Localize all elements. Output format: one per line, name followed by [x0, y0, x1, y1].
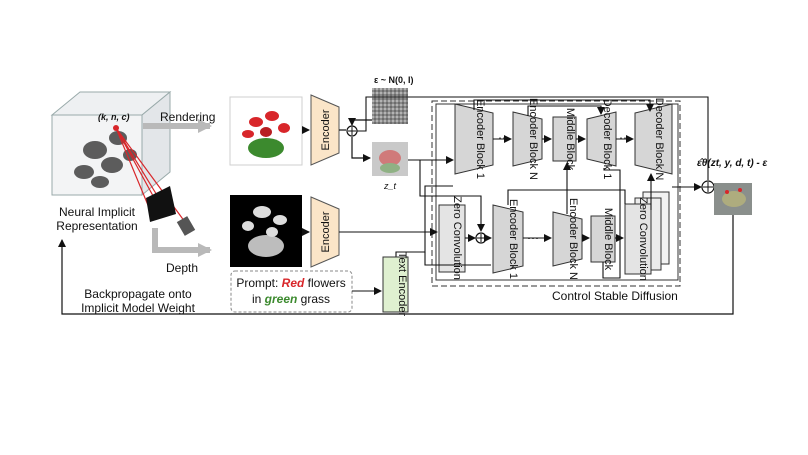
- control-encoder-block-n: Encoder Block N: [552, 198, 583, 280]
- neural-implicit-line1: Neural Implicit: [59, 205, 136, 219]
- control-middle-block: Middle Block: [590, 208, 616, 271]
- output-gradient-image: [714, 183, 752, 215]
- text-encoder-label: Text Encoder: [396, 252, 408, 317]
- prompt-box: Prompt: Red flowers in green grass: [230, 270, 353, 313]
- rendering-label: Rendering: [160, 110, 215, 124]
- top-row-connectors: [357, 96, 709, 180]
- control-encoder-block-1: Encoder Block 1: [492, 199, 524, 279]
- decoder-block-1: Decoder Block 1: [586, 99, 617, 180]
- top-middle-block-label: Middle Block: [564, 108, 576, 171]
- image-plane-icon: [146, 186, 176, 222]
- control-encoder-block-1-label: Encoder Block 1: [507, 199, 519, 279]
- backprop-line1: Backpropagate onto: [84, 287, 192, 301]
- top-encoder-block-1: Encoder Block 1: [454, 99, 494, 179]
- encoder-top-label: Encoder: [320, 109, 332, 150]
- prompt-line1: Prompt: Red flowers: [236, 276, 345, 290]
- decoder-block-n-label: Decoder Block N: [653, 98, 665, 181]
- zt-image: [372, 142, 408, 176]
- depth-label: Depth: [166, 261, 198, 275]
- depth-arrow: [152, 228, 212, 257]
- output-add-node-icon: [701, 180, 715, 194]
- backprop-arrow: [58, 215, 734, 315]
- zero-conv-right-label: Zero Convolution: [637, 197, 649, 281]
- top-encoder-block-n: Encoder Block N: [512, 98, 543, 180]
- add-node-icon: [346, 125, 358, 137]
- cube-params-label: (k, n, c): [98, 112, 130, 122]
- control-encoder-block-n-label: Encoder Block N: [567, 198, 579, 280]
- control-sd-label: Control Stable Diffusion: [552, 289, 678, 303]
- neural-implicit-cube: (k, n, c): [50, 90, 172, 197]
- encoder-top: Encoder: [310, 94, 340, 166]
- encoder-bottom-label: Encoder: [320, 211, 332, 252]
- control-middle-block-label: Middle Block: [602, 208, 614, 271]
- top-middle-block: Middle Block: [552, 108, 577, 171]
- ellipsis-top: ⋯: [498, 131, 510, 145]
- zt-label: z_t: [383, 181, 397, 191]
- top-encoder-block-n-label: Encoder Block N: [527, 98, 539, 180]
- prompt-line2: in green grass: [252, 292, 330, 306]
- decoder-block-1-label: Decoder Block 1: [601, 99, 613, 180]
- output-formula: ε̂θ(zt, y, d, t) - ε: [697, 158, 768, 169]
- encoder-bottom: Encoder: [310, 196, 340, 268]
- noise-image: [372, 88, 408, 124]
- zero-conv-right-stack: Zero Convolution: [624, 191, 670, 281]
- control-add-node-icon: [475, 232, 487, 244]
- zero-conv-left-label: Zero Convolution: [451, 196, 463, 280]
- decoder-block-n: Decoder Block N: [634, 98, 673, 181]
- depth-flower-icon: [242, 206, 287, 257]
- gray-flower-icon: [74, 131, 137, 188]
- ellipsis-decoder: ⋯: [619, 131, 631, 145]
- backprop-line2: Implicit Model Weight: [81, 301, 195, 315]
- red-flower-icon: [242, 111, 290, 158]
- zero-conv-left: Zero Convolution: [438, 196, 466, 280]
- noise-label: ε ~ N(0, I): [374, 75, 414, 85]
- camera-icon: [176, 216, 196, 236]
- neural-implicit-line2: Representation: [56, 219, 137, 233]
- depth-image: [230, 195, 302, 267]
- top-encoder-block-1-label: Encoder Block 1: [474, 99, 486, 179]
- control-row-connectors: [339, 160, 655, 279]
- text-encoder: Text Encoder: [382, 252, 409, 317]
- rendered-image: [229, 96, 303, 166]
